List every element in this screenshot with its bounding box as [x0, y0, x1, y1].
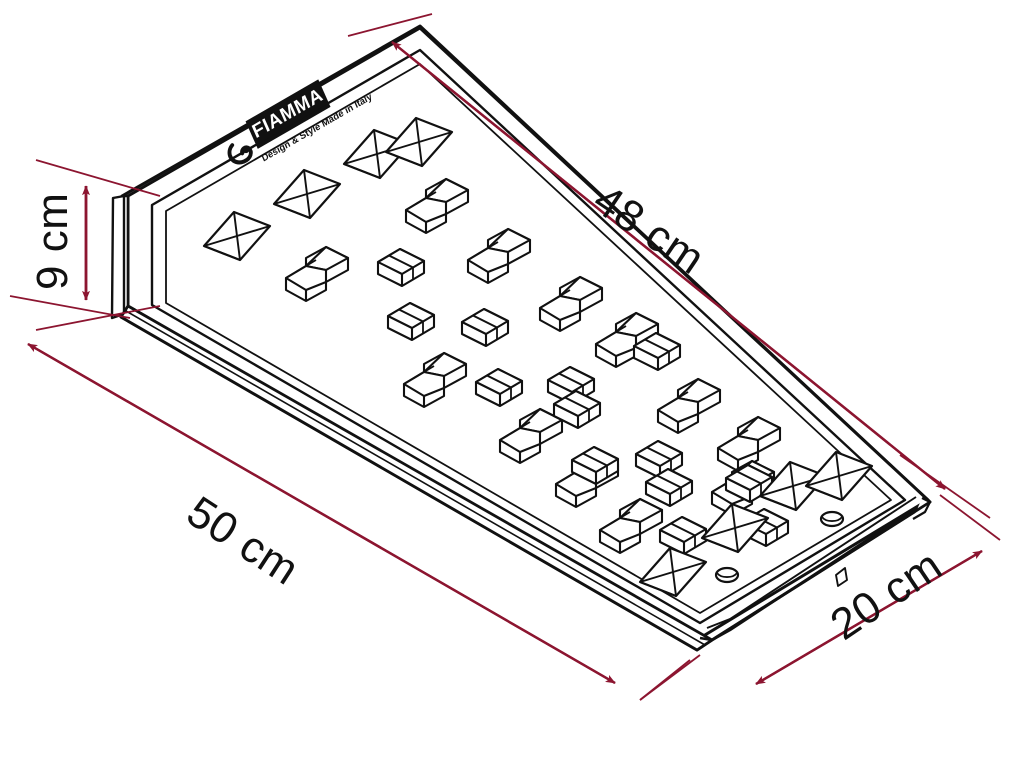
- dimension-annotations: [9, 13, 1001, 701]
- ramp-front-edge: [711, 500, 931, 642]
- ext-line-20cm-start: [639, 654, 701, 701]
- deck-inner-border-2: [165, 63, 892, 614]
- logo-wordmark-plate: [245, 79, 329, 146]
- ext-line-50cm-start: [9, 295, 131, 319]
- ext-line-48cm-start: [347, 13, 433, 37]
- dimension-9cm: [35, 159, 161, 331]
- ext-line-20cm-end: [939, 494, 1001, 541]
- ext-line-9cm-top: [35, 159, 161, 197]
- ramp-back-face-edge: [110, 194, 126, 320]
- drain-holes: [714, 510, 845, 584]
- ext-line-9cm-bottom: [35, 305, 161, 331]
- ramp-side-lip: [125, 310, 706, 646]
- dim-arrow-20cm-start: [755, 549, 983, 686]
- deck-inner-border: [150, 48, 907, 625]
- logo-underbar: [256, 103, 331, 149]
- dimension-label-height: 9 cm: [28, 192, 77, 290]
- dimension-20cm: [639, 494, 1001, 701]
- tread-pattern: [202, 116, 874, 598]
- dim-arrow-50cm-start: [27, 342, 616, 685]
- logo-dot-icon: [243, 146, 250, 154]
- ramp-nose-inner: [706, 496, 917, 629]
- dimension-50cm: [9, 295, 691, 701]
- dim-arrow-48cm-start: [391, 41, 946, 490]
- ramp-side-notch: [835, 567, 848, 587]
- dimension-48cm: [347, 13, 991, 519]
